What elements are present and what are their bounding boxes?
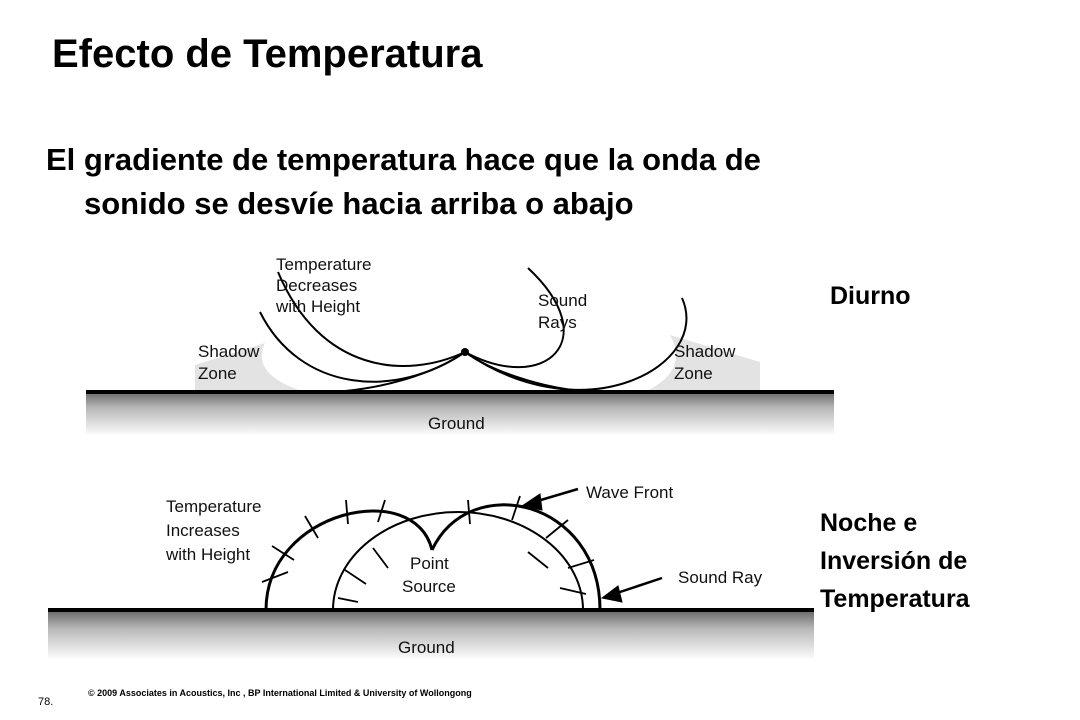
sound-rays-curves xyxy=(259,267,688,392)
shadow-zone-left-fill xyxy=(195,343,305,392)
shadow-zone-left-label: Shadow Zone xyxy=(198,342,264,383)
wave-front-arrow-line xyxy=(533,487,579,504)
shadow-zone-right-label: Shadow Zone xyxy=(674,342,740,383)
subtitle-line-2: sonido se desvíe hacia arriba o abajo xyxy=(84,186,634,221)
sound-ray-arrow-head xyxy=(600,585,623,603)
night-temp-label: Temperature Increases with Height xyxy=(165,497,266,564)
label-night-line-1: Noche e xyxy=(820,509,918,537)
wave-front-left xyxy=(264,509,434,611)
wave-front-arrow-head xyxy=(520,493,543,511)
wave-front-label: Wave Front xyxy=(586,483,674,502)
annotation-arrows xyxy=(520,487,663,603)
day-ground-label: Ground xyxy=(428,414,485,433)
label-night-line-3: Temperatura xyxy=(820,585,970,613)
ray-down-right xyxy=(464,351,581,392)
copyright-text: © 2009 Associates in Acoustics, Inc , BP… xyxy=(88,688,472,698)
ray-left-inner xyxy=(277,271,466,367)
slide-subtitle: El gradiente de temperatura hace que la … xyxy=(46,138,946,226)
day-point-source xyxy=(461,348,469,356)
day-ground-surface xyxy=(86,393,834,436)
night-diagram: Temperature Increases with Height Wave F… xyxy=(48,483,814,660)
sound-ray-label: Sound Ray xyxy=(678,568,763,587)
ray-down-left xyxy=(344,351,466,392)
wave-fronts xyxy=(264,503,602,611)
ray-right-outer xyxy=(464,297,688,391)
day-diagram: Temperature Decreases with Height Sound … xyxy=(86,255,834,436)
sound-ray-arrow-line xyxy=(613,576,663,596)
day-temp-label: Temperature Decreases with Height xyxy=(275,255,376,316)
subtitle-line-1: El gradiente de temperatura hace que la … xyxy=(46,142,761,177)
slide-title: Efecto de Temperatura xyxy=(52,32,483,76)
label-day: Diurno xyxy=(830,282,911,310)
label-night: Noche e Inversión de Temperatura xyxy=(820,504,970,618)
night-ground-surface xyxy=(48,612,814,660)
day-sound-rays-label: Sound Rays xyxy=(538,291,592,332)
sound-ray-ticks xyxy=(261,495,595,603)
ray-left-outer xyxy=(259,311,466,383)
wave-front-inner xyxy=(332,511,584,611)
ray-right-inner xyxy=(464,267,565,369)
shadow-zone-right-fill xyxy=(645,335,760,392)
night-ground-label: Ground xyxy=(398,638,455,657)
label-night-line-2: Inversión de xyxy=(820,547,968,575)
wave-front-right xyxy=(430,503,602,611)
page-number: 78. xyxy=(38,696,54,708)
point-source-label: Point Source xyxy=(402,554,456,596)
